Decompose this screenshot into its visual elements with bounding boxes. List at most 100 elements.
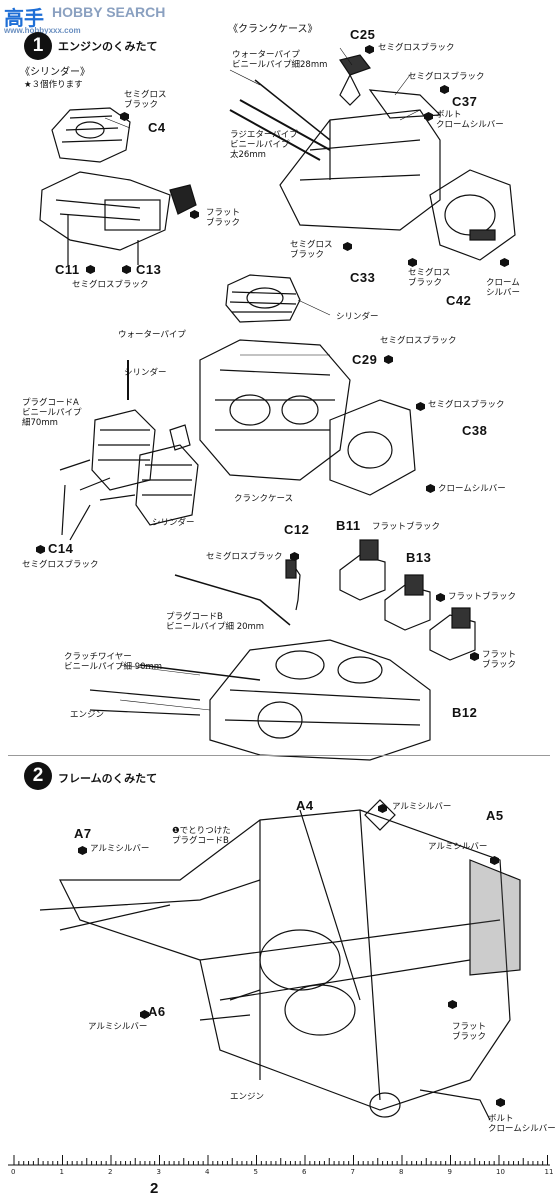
label-clutch-wire: クラッチワイヤー ビニールパイプ細 90mm: [64, 652, 163, 672]
flat-black-c13-icon: [190, 210, 199, 219]
chrome-silver-c42-icon: [500, 258, 509, 267]
ruler-number: 3: [156, 1168, 161, 1176]
label-flat-black-b11: フラットブラック: [372, 522, 441, 532]
label-semigloss-c14: セミグロスブラック: [22, 560, 99, 570]
cylinder-head-part: [51, 107, 131, 163]
label-bolt-chrome: ボルト クロームシルバー: [436, 110, 504, 130]
semigloss-c42-icon: [408, 258, 417, 267]
semigloss-c12-icon: [290, 552, 299, 561]
semigloss-black-c4-icon: [120, 112, 129, 121]
bolt-chrome-step2-icon: [496, 1098, 505, 1107]
ruler-number: 7: [350, 1168, 355, 1176]
alumi-a5-icon: [490, 856, 499, 865]
label-semigloss-c25: セミグロスブラック: [378, 43, 455, 53]
label-flat-black-step2: フラット ブラック: [452, 1022, 487, 1042]
ruler-number: 9: [447, 1168, 452, 1176]
label-alumi-a5: アルミシルバー: [428, 842, 488, 852]
cylinder-assembly: [225, 274, 301, 323]
label-semigloss-c37: セミグロスブラック: [408, 72, 485, 82]
label-c4: C4: [148, 120, 166, 135]
crankcase-assembly: [199, 339, 351, 481]
label-alumi-a7: アルミシルバー: [90, 844, 150, 854]
label-b11: B11: [336, 518, 361, 533]
ruler-number: 10: [496, 1168, 505, 1176]
chrome-silver-c38-icon: [426, 484, 435, 493]
label-c11: C11: [55, 262, 80, 277]
label-semigloss-c33: セミグロス ブラック: [290, 240, 333, 260]
cylinder-body-part: [39, 171, 171, 251]
label-c42: C42: [446, 293, 472, 308]
side-cover-part: [329, 399, 416, 496]
label-semigloss-c29: セミグロスブラック: [380, 336, 457, 346]
label-semigloss-c11-c13: セミグロスブラック: [72, 280, 149, 290]
engine-assembly: [209, 639, 431, 761]
bottom-ruler: [8, 1155, 550, 1166]
label-semigloss-c42: セミグロス ブラック: [408, 268, 451, 288]
flat-black-b13-icon: [436, 593, 445, 602]
label-a4: A4: [296, 798, 314, 813]
label-c33: C33: [350, 270, 376, 285]
alumi-a6-icon: [140, 1010, 149, 1019]
semigloss-c38-icon: [416, 402, 425, 411]
label-a5: A5: [486, 808, 504, 823]
frame-assembly: [59, 809, 511, 1111]
page-number: 2: [150, 1180, 159, 1197]
bolt-chrome-icon: [424, 112, 433, 121]
label-flat-black-b13: フラットブラック: [448, 592, 517, 602]
ruler-number: 5: [253, 1168, 258, 1176]
semigloss-c29-icon: [384, 355, 393, 364]
ruler-number: 11: [544, 1168, 554, 1176]
label-radiator-pipe: ラジエターパイプ ビニールパイプ 太26mm: [230, 130, 298, 160]
label-b13: B13: [406, 550, 432, 565]
flat-black-b12-icon: [470, 652, 479, 661]
label-a7: A7: [74, 826, 92, 841]
label-flat-black-c13: フラット ブラック: [206, 208, 241, 228]
label-cylinder-top: シリンダー: [336, 312, 379, 322]
watermark-url: www.hobbyxxx.com: [4, 26, 81, 35]
carburetor-b11: [339, 554, 386, 601]
flat-black-step2-icon: [448, 1000, 457, 1009]
label-chrome-silver-c42: クローム シルバー: [486, 278, 521, 298]
label-water-pipe-top: ウォーターパイプ ビニールパイプ細28mm: [232, 50, 328, 70]
step-1-number: 1: [24, 32, 52, 60]
crankcase-part: [279, 109, 441, 231]
semigloss-c11-icon: [86, 265, 95, 274]
engine-cover-part: [429, 169, 516, 261]
label-c14: C14: [48, 541, 74, 556]
semigloss-c37-icon: [440, 85, 449, 94]
cylinder-header: 《シリンダー》: [20, 67, 90, 78]
carburetor-b12: [429, 614, 476, 661]
left-cylinder-1: [91, 409, 156, 491]
label-c38: C38: [462, 423, 488, 438]
label-cylinder-left: シリンダー: [124, 368, 167, 378]
ruler-number: 0: [11, 1168, 16, 1176]
label-alumi-a4: アルミシルバー: [392, 802, 452, 812]
label-c29: C29: [352, 352, 378, 367]
label-b12: B12: [452, 705, 478, 720]
semigloss-c33-icon: [343, 242, 352, 251]
semigloss-c13-icon: [122, 265, 131, 274]
watermark-brand: 高手: [4, 8, 44, 30]
alumi-a7-icon: [78, 846, 87, 855]
label-cylinder-bottom: シリンダー: [152, 518, 195, 528]
ruler-number: 8: [399, 1168, 404, 1176]
label-plug-cord-a: プラグコードA ビニールパイプ 細70mm: [22, 398, 82, 428]
label-engine-step2: エンジン: [230, 1092, 265, 1102]
label-semigloss-c38: セミグロスブラック: [428, 400, 505, 410]
ruler-number: 2: [108, 1168, 113, 1176]
label-engine-step1: エンジン: [70, 710, 105, 720]
ruler-number: 6: [302, 1168, 307, 1176]
alumi-a4-icon: [378, 804, 387, 813]
label-c12: C12: [284, 522, 310, 537]
step-divider: [8, 755, 550, 756]
left-cylinder-2: [135, 444, 199, 526]
ruler-number: 1: [59, 1168, 64, 1176]
step-1-title: エンジンのくみたて: [58, 40, 158, 53]
step-2-title: フレームのくみたて: [58, 772, 158, 785]
label-c13: C13: [136, 262, 162, 277]
label-c37: C37: [452, 94, 478, 109]
label-crankcase: クランクケース: [234, 494, 294, 504]
label-alumi-a6: アルミシルバー: [88, 1022, 148, 1032]
ruler-number: 4: [205, 1168, 210, 1176]
